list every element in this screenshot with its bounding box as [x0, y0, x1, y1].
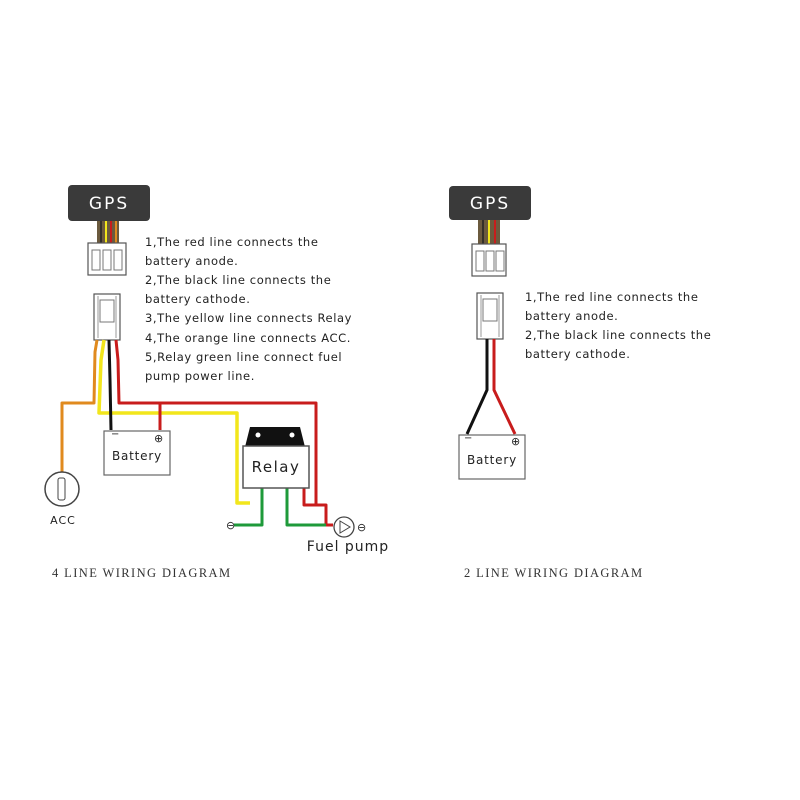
right-connector-female: [476, 292, 504, 340]
left-caption: 4 LINE WIRING DIAGRAM: [52, 566, 232, 580]
black-wire: [465, 339, 489, 435]
left-gps-unit: GPS: [68, 185, 150, 221]
green-wire-fuelpump: [285, 488, 326, 527]
left-note-line: battery cathode.: [145, 292, 250, 306]
right-notes: 1,The red line connects the battery anod…: [525, 290, 711, 361]
left-battery-label: Battery: [112, 449, 162, 463]
left-battery: − ⊕ Battery: [103, 429, 171, 476]
right-note-line: battery cathode.: [525, 347, 630, 361]
right-cable-bundle: [478, 220, 500, 244]
left-note-line: 1,The red line connects the: [145, 235, 319, 249]
right-note-line: battery anode.: [525, 309, 618, 323]
acc-label: ACC: [50, 514, 76, 527]
left-note-line: 2,The black line connects the: [145, 273, 331, 287]
red-wire: [492, 339, 517, 435]
right-caption: 2 LINE WIRING DIAGRAM: [464, 566, 644, 580]
left-note-line: 4,The orange line connects ACC.: [145, 331, 351, 345]
ground-symbol: ⊖: [226, 519, 235, 532]
right-note-line: 1,The red line connects the: [525, 290, 699, 304]
right-gps-label: GPS: [470, 194, 510, 214]
relay: Relay: [242, 427, 310, 489]
left-cable-bundle: [97, 221, 119, 243]
right-battery-plus: ⊕: [511, 435, 520, 448]
four-line-diagram: GPS: [44, 185, 389, 580]
red-wire-relay: [160, 401, 318, 505]
yellow-wire: [97, 339, 250, 505]
left-note-line: pump power line.: [145, 369, 255, 383]
right-gps-unit: GPS: [449, 186, 531, 220]
two-line-diagram: GPS 1,The red line connects the bat: [449, 186, 711, 580]
red-wire: [114, 339, 162, 430]
acc-switch: ACC: [44, 471, 80, 527]
left-note-line: 3,The yellow line connects Relay: [145, 311, 352, 325]
left-notes: 1,The red line connects the battery anod…: [145, 235, 352, 383]
red-wire-fuelpump: [302, 488, 333, 527]
fuel-pump: ⊖ Fuel pump: [307, 516, 389, 555]
right-note-line: 2,The black line connects the: [525, 328, 711, 342]
left-connector-female: [93, 293, 121, 341]
left-gps-label: GPS: [89, 194, 129, 214]
right-battery: − ⊕ Battery: [458, 433, 526, 480]
orange-wire: [60, 339, 99, 472]
right-connector-male: [471, 243, 507, 277]
right-battery-label: Battery: [467, 453, 517, 467]
relay-label: Relay: [252, 458, 301, 476]
fuel-pump-ground-symbol: ⊖: [357, 521, 366, 534]
black-wire: [107, 339, 113, 431]
left-note-line: 5,Relay green line connect fuel: [145, 350, 342, 364]
right-wires: [465, 339, 517, 435]
right-battery-minus: −: [464, 433, 472, 444]
green-wire-ground: [234, 488, 264, 527]
left-connector-male: [87, 242, 127, 276]
left-note-line: battery anode.: [145, 254, 238, 268]
left-wires: [60, 339, 333, 527]
fuel-pump-label: Fuel pump: [307, 539, 389, 555]
left-battery-plus: ⊕: [154, 432, 163, 445]
left-battery-minus: −: [111, 429, 119, 440]
